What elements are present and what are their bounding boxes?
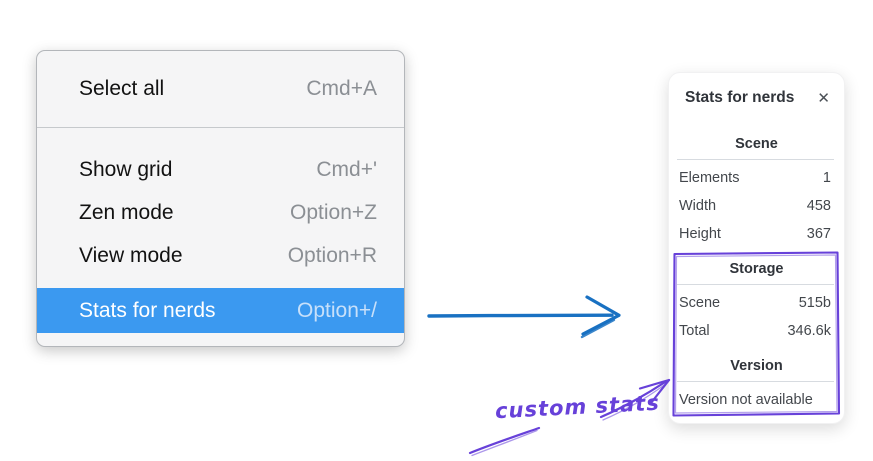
stat-value: 458 — [806, 198, 831, 214]
menu-item-view-mode[interactable]: View mode Option+R — [37, 234, 404, 277]
custom-stats-label: custom stats — [494, 390, 661, 424]
stat-row-width: Width 458 — [679, 197, 831, 216]
menu-item-label: Stats for nerds — [79, 298, 216, 322]
stat-label: Width — [679, 198, 717, 214]
view-context-menu: Select all Cmd+A Show grid Cmd+' Zen mod… — [36, 50, 405, 347]
menu-item-zen-mode[interactable]: Zen mode Option+Z — [37, 191, 404, 234]
menu-item-stats-for-nerds[interactable]: Stats for nerds Option+/ — [37, 288, 404, 333]
scene-section-heading: Scene — [735, 136, 778, 152]
menu-item-show-grid[interactable]: Show grid Cmd+' — [37, 148, 404, 191]
menu-item-shortcut: Option+R — [287, 243, 377, 267]
stat-row-storage-total: Total 346.6k — [679, 322, 831, 341]
stat-row-storage-scene: Scene 515b — [679, 294, 831, 313]
stat-row-height: Height 367 — [679, 225, 831, 244]
stat-label: Total — [679, 323, 710, 339]
stat-value: 515b — [798, 295, 831, 311]
version-section-heading: Version — [730, 358, 783, 374]
menu-item-shortcut: Cmd+A — [306, 77, 377, 100]
section-divider — [677, 159, 834, 160]
section-divider — [677, 381, 834, 382]
stat-label: Scene — [679, 295, 721, 311]
blue-arrow — [427, 295, 621, 339]
close-icon[interactable]: ✕ — [817, 89, 830, 107]
menu-divider — [37, 127, 404, 128]
menu-item-label: Show grid — [79, 157, 173, 181]
stat-value: 367 — [806, 226, 831, 242]
stat-label: Height — [679, 226, 721, 242]
menu-item-shortcut: Option+Z — [290, 200, 377, 224]
stat-value: 1 — [822, 170, 831, 186]
menu-item-select-all[interactable]: Select all Cmd+A — [37, 51, 404, 127]
stat-label: Elements — [679, 170, 740, 186]
menu-item-label: Zen mode — [79, 200, 174, 224]
stats-panel-title: Stats for nerds — [685, 89, 795, 106]
version-note: Version not available — [679, 392, 813, 408]
menu-item-shortcut: Option+/ — [297, 298, 377, 322]
menu-item-label: View mode — [79, 243, 183, 267]
menu-group: Show grid Cmd+' Zen mode Option+Z View m… — [37, 128, 404, 333]
menu-item-label: Select all — [79, 77, 165, 100]
section-divider — [677, 284, 834, 285]
stat-value: 346.6k — [787, 323, 831, 339]
stat-row-elements: Elements 1 — [679, 169, 831, 188]
storage-section-heading: Storage — [729, 261, 784, 277]
stats-for-nerds-panel: Stats for nerds ✕ Scene Elements 1 Width… — [668, 72, 845, 424]
menu-item-shortcut: Cmd+' — [316, 157, 377, 181]
stats-panel-header: Stats for nerds ✕ — [685, 88, 832, 108]
